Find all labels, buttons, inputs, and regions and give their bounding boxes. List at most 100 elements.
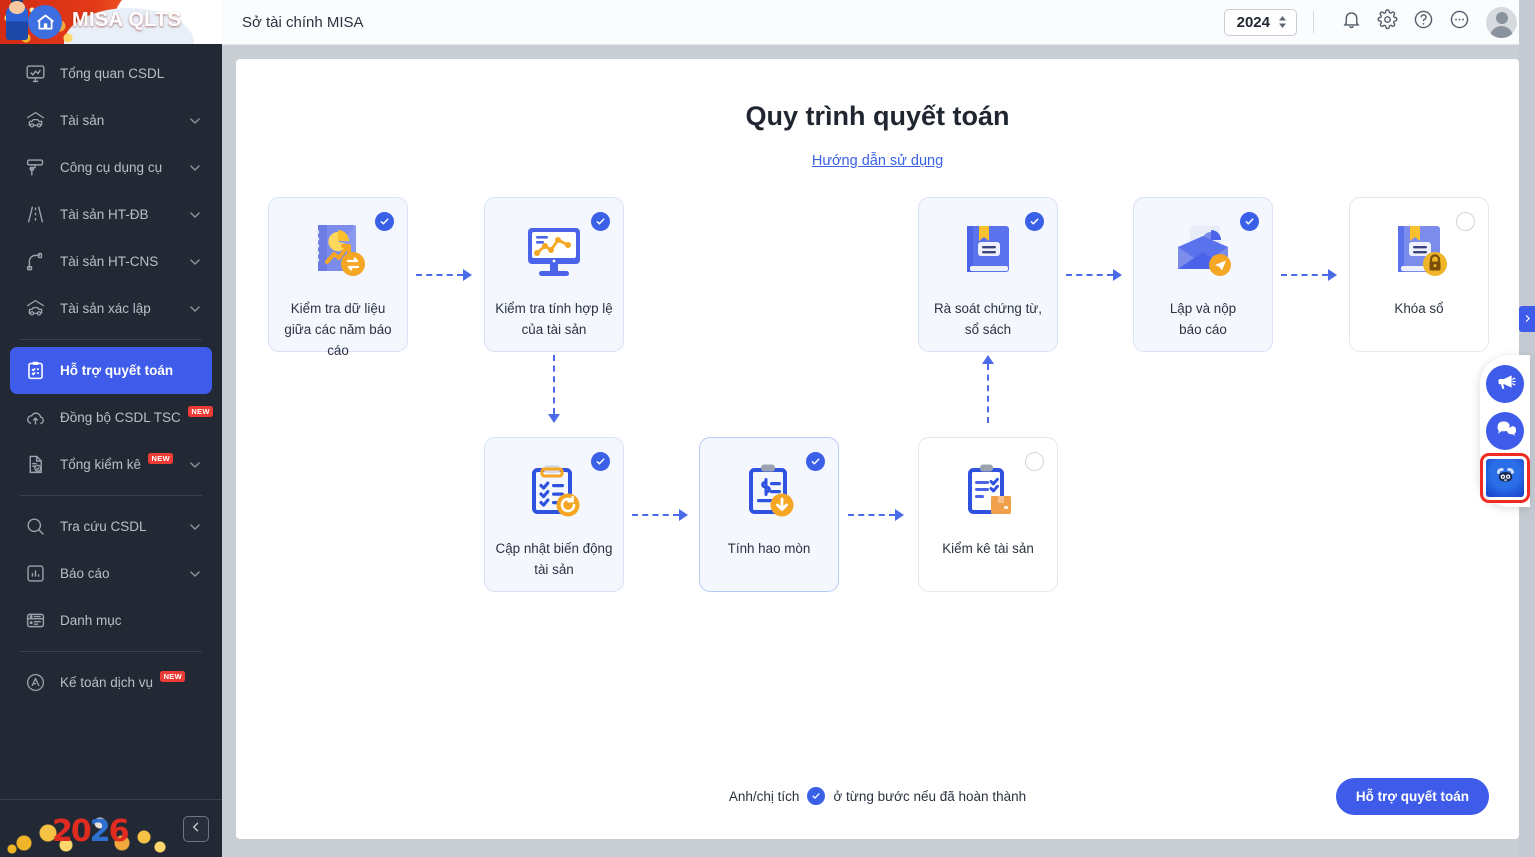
sidebar-collapse-button[interactable] bbox=[183, 815, 209, 842]
step-card-kiem-ke-tai-san[interactable]: Kiểm kê tài sản bbox=[918, 437, 1058, 592]
chevron-down-icon bbox=[188, 208, 202, 222]
sidebar-item-label: Tài sản HT-ĐB bbox=[60, 207, 149, 222]
settings-button[interactable] bbox=[1372, 7, 1402, 37]
sidebar-item-tai-san-ht-cns[interactable]: Tài sản HT-CNS bbox=[10, 238, 212, 285]
guide-link[interactable]: Hướng dẫn sử dụng bbox=[811, 153, 944, 169]
topbar: Sở tài chính MISA 2024 bbox=[222, 0, 1535, 45]
step-check-badge[interactable] bbox=[1456, 212, 1475, 231]
sidebar-item-label: Đồng bộ CSDL TSC bbox=[60, 410, 181, 425]
document-check-icon bbox=[20, 454, 50, 475]
arrow-s4-s5 bbox=[848, 507, 904, 523]
more-options-button[interactable] bbox=[1444, 7, 1474, 37]
step-check-badge[interactable] bbox=[591, 212, 610, 231]
sidebar-item-danh-muc[interactable]: Danh mục bbox=[10, 597, 212, 644]
sidebar-item-label: Tài sản bbox=[60, 113, 105, 128]
clipboard-check-icon bbox=[20, 360, 50, 381]
avatar[interactable] bbox=[1486, 6, 1517, 38]
chevron-down-icon bbox=[188, 458, 202, 472]
legend: Anh/chị tích ở từng bước nếu đã hoàn thà… bbox=[236, 787, 1519, 805]
legend-suffix: ở từng bước nếu đã hoàn thành bbox=[833, 788, 1027, 804]
page-title: Quy trình quyết toán bbox=[745, 101, 1010, 131]
sidebar-item-dong-bo-csdl-tsc[interactable]: Đồng bộ CSDL TSC NEW bbox=[10, 394, 214, 441]
arrow-s3-s4 bbox=[632, 507, 688, 523]
new-badge: NEW bbox=[148, 453, 174, 464]
rail-expand-button[interactable] bbox=[1519, 306, 1535, 332]
new-badge: NEW bbox=[160, 671, 186, 682]
step-check-badge[interactable] bbox=[1025, 452, 1044, 471]
sidebar-item-cong-cu-dung-cu[interactable]: Công cụ dụng cụ bbox=[10, 144, 212, 191]
chevron-down-icon bbox=[188, 302, 202, 316]
chevron-down-icon bbox=[188, 567, 202, 581]
legend-prefix: Anh/chị tích bbox=[728, 788, 800, 804]
app-logo-banner[interactable]: MISA QLTS bbox=[0, 0, 222, 44]
clipboard-dollar-down-icon bbox=[736, 460, 802, 526]
list-icon bbox=[20, 610, 50, 631]
sidebar-item-tong-kiem-ke[interactable]: Tổng kiểm kê NEW bbox=[10, 441, 212, 488]
legend-check-icon bbox=[807, 787, 826, 805]
step-caption: Tính hao mòn bbox=[727, 541, 811, 556]
sidebar-item-label: Báo cáo bbox=[60, 566, 110, 581]
sidebar-item-label: Tra cứu CSDL bbox=[60, 519, 147, 534]
chat-bubbles-icon bbox=[1495, 418, 1516, 444]
sidebar-item-tai-san-xac-lap[interactable]: Tài sản xác lập bbox=[10, 285, 212, 332]
book-lock-icon bbox=[1386, 220, 1452, 286]
spinner-arrows-icon[interactable] bbox=[1278, 16, 1287, 28]
step-card-ra-soat-chung-tu[interactable]: Rà soát chứng từ,sổ sách bbox=[918, 197, 1058, 352]
sidebar-nav: Tổng quan CSDL Tài sản Công cụ dụng cụ bbox=[0, 44, 222, 799]
chevron-down-icon bbox=[188, 520, 202, 534]
step-card-khoa-so[interactable]: Khóa sổ bbox=[1349, 197, 1489, 352]
sidebar-item-bao-cao[interactable]: Báo cáo bbox=[10, 550, 212, 597]
year-decoration: 2026 bbox=[52, 814, 129, 849]
step-check-badge[interactable] bbox=[375, 212, 394, 231]
sidebar-item-label: Kế toán dịch vụ bbox=[60, 675, 154, 690]
arrow-s1-s2 bbox=[416, 267, 472, 283]
sidebar-item-tra-cuu-csdl[interactable]: Tra cứu CSDL bbox=[10, 503, 212, 550]
step-caption: Kiểm kê tài sản bbox=[942, 541, 1034, 556]
sidebar-item-label: Tổng quan CSDL bbox=[60, 66, 165, 81]
chevron-down-icon bbox=[188, 255, 202, 269]
car-asset-icon bbox=[20, 298, 50, 319]
step-check-badge[interactable] bbox=[1025, 212, 1044, 231]
step-caption: Khóa sổ bbox=[1394, 301, 1444, 316]
assistant-bot-fab[interactable] bbox=[1480, 453, 1530, 503]
megaphone-fab[interactable] bbox=[1486, 365, 1524, 403]
sidebar-item-tai-san[interactable]: Tài sản bbox=[10, 97, 212, 144]
chevron-down-icon bbox=[188, 161, 202, 175]
chat-fab[interactable] bbox=[1486, 412, 1524, 450]
notifications-button[interactable] bbox=[1336, 7, 1366, 37]
topbar-actions: 2024 bbox=[1223, 6, 1517, 38]
year-selector[interactable]: 2024 bbox=[1223, 8, 1297, 36]
sidebar-item-ho-tro-quyet-toan[interactable]: Hỗ trợ quyết toán bbox=[10, 347, 212, 394]
process-panel: Quy trình quyết toán Hướng dẫn sử dụng bbox=[236, 59, 1519, 839]
sidebar-divider bbox=[20, 339, 202, 340]
megaphone-icon bbox=[1495, 371, 1516, 397]
sidebar-item-tong-quan-csdl[interactable]: Tổng quan CSDL bbox=[10, 50, 212, 97]
ho-tro-quyet-toan-button[interactable]: Hỗ trợ quyết toán bbox=[1335, 778, 1489, 815]
robot-icon bbox=[1495, 465, 1516, 491]
sidebar-item-label: Tổng kiểm kê bbox=[60, 457, 142, 472]
sidebar-item-ke-toan-dich-vu[interactable]: Kế toán dịch vụ NEW bbox=[10, 659, 212, 706]
organization-title: Sở tài chính MISA bbox=[242, 13, 364, 31]
sidebar-item-label: Danh mục bbox=[60, 613, 122, 628]
step-check-badge[interactable] bbox=[591, 452, 610, 471]
help-icon bbox=[1413, 9, 1434, 35]
arrow-s2-s3 bbox=[546, 355, 562, 423]
step-check-badge[interactable] bbox=[1240, 212, 1259, 231]
sidebar-item-tai-san-ht-db[interactable]: Tài sản HT-ĐB bbox=[10, 191, 212, 238]
house-logo-icon bbox=[28, 5, 62, 39]
help-button[interactable] bbox=[1408, 7, 1438, 37]
search-icon bbox=[20, 516, 50, 537]
envelope-send-icon bbox=[1170, 220, 1236, 286]
step-card-tinh-hao-mon[interactable]: Tính hao mòn bbox=[699, 437, 839, 592]
paint-roller-icon bbox=[20, 157, 50, 178]
step-check-badge[interactable] bbox=[806, 452, 825, 471]
main-area: Sở tài chính MISA 2024 bbox=[222, 0, 1535, 857]
sidebar-item-label: Tài sản HT-CNS bbox=[60, 254, 159, 269]
